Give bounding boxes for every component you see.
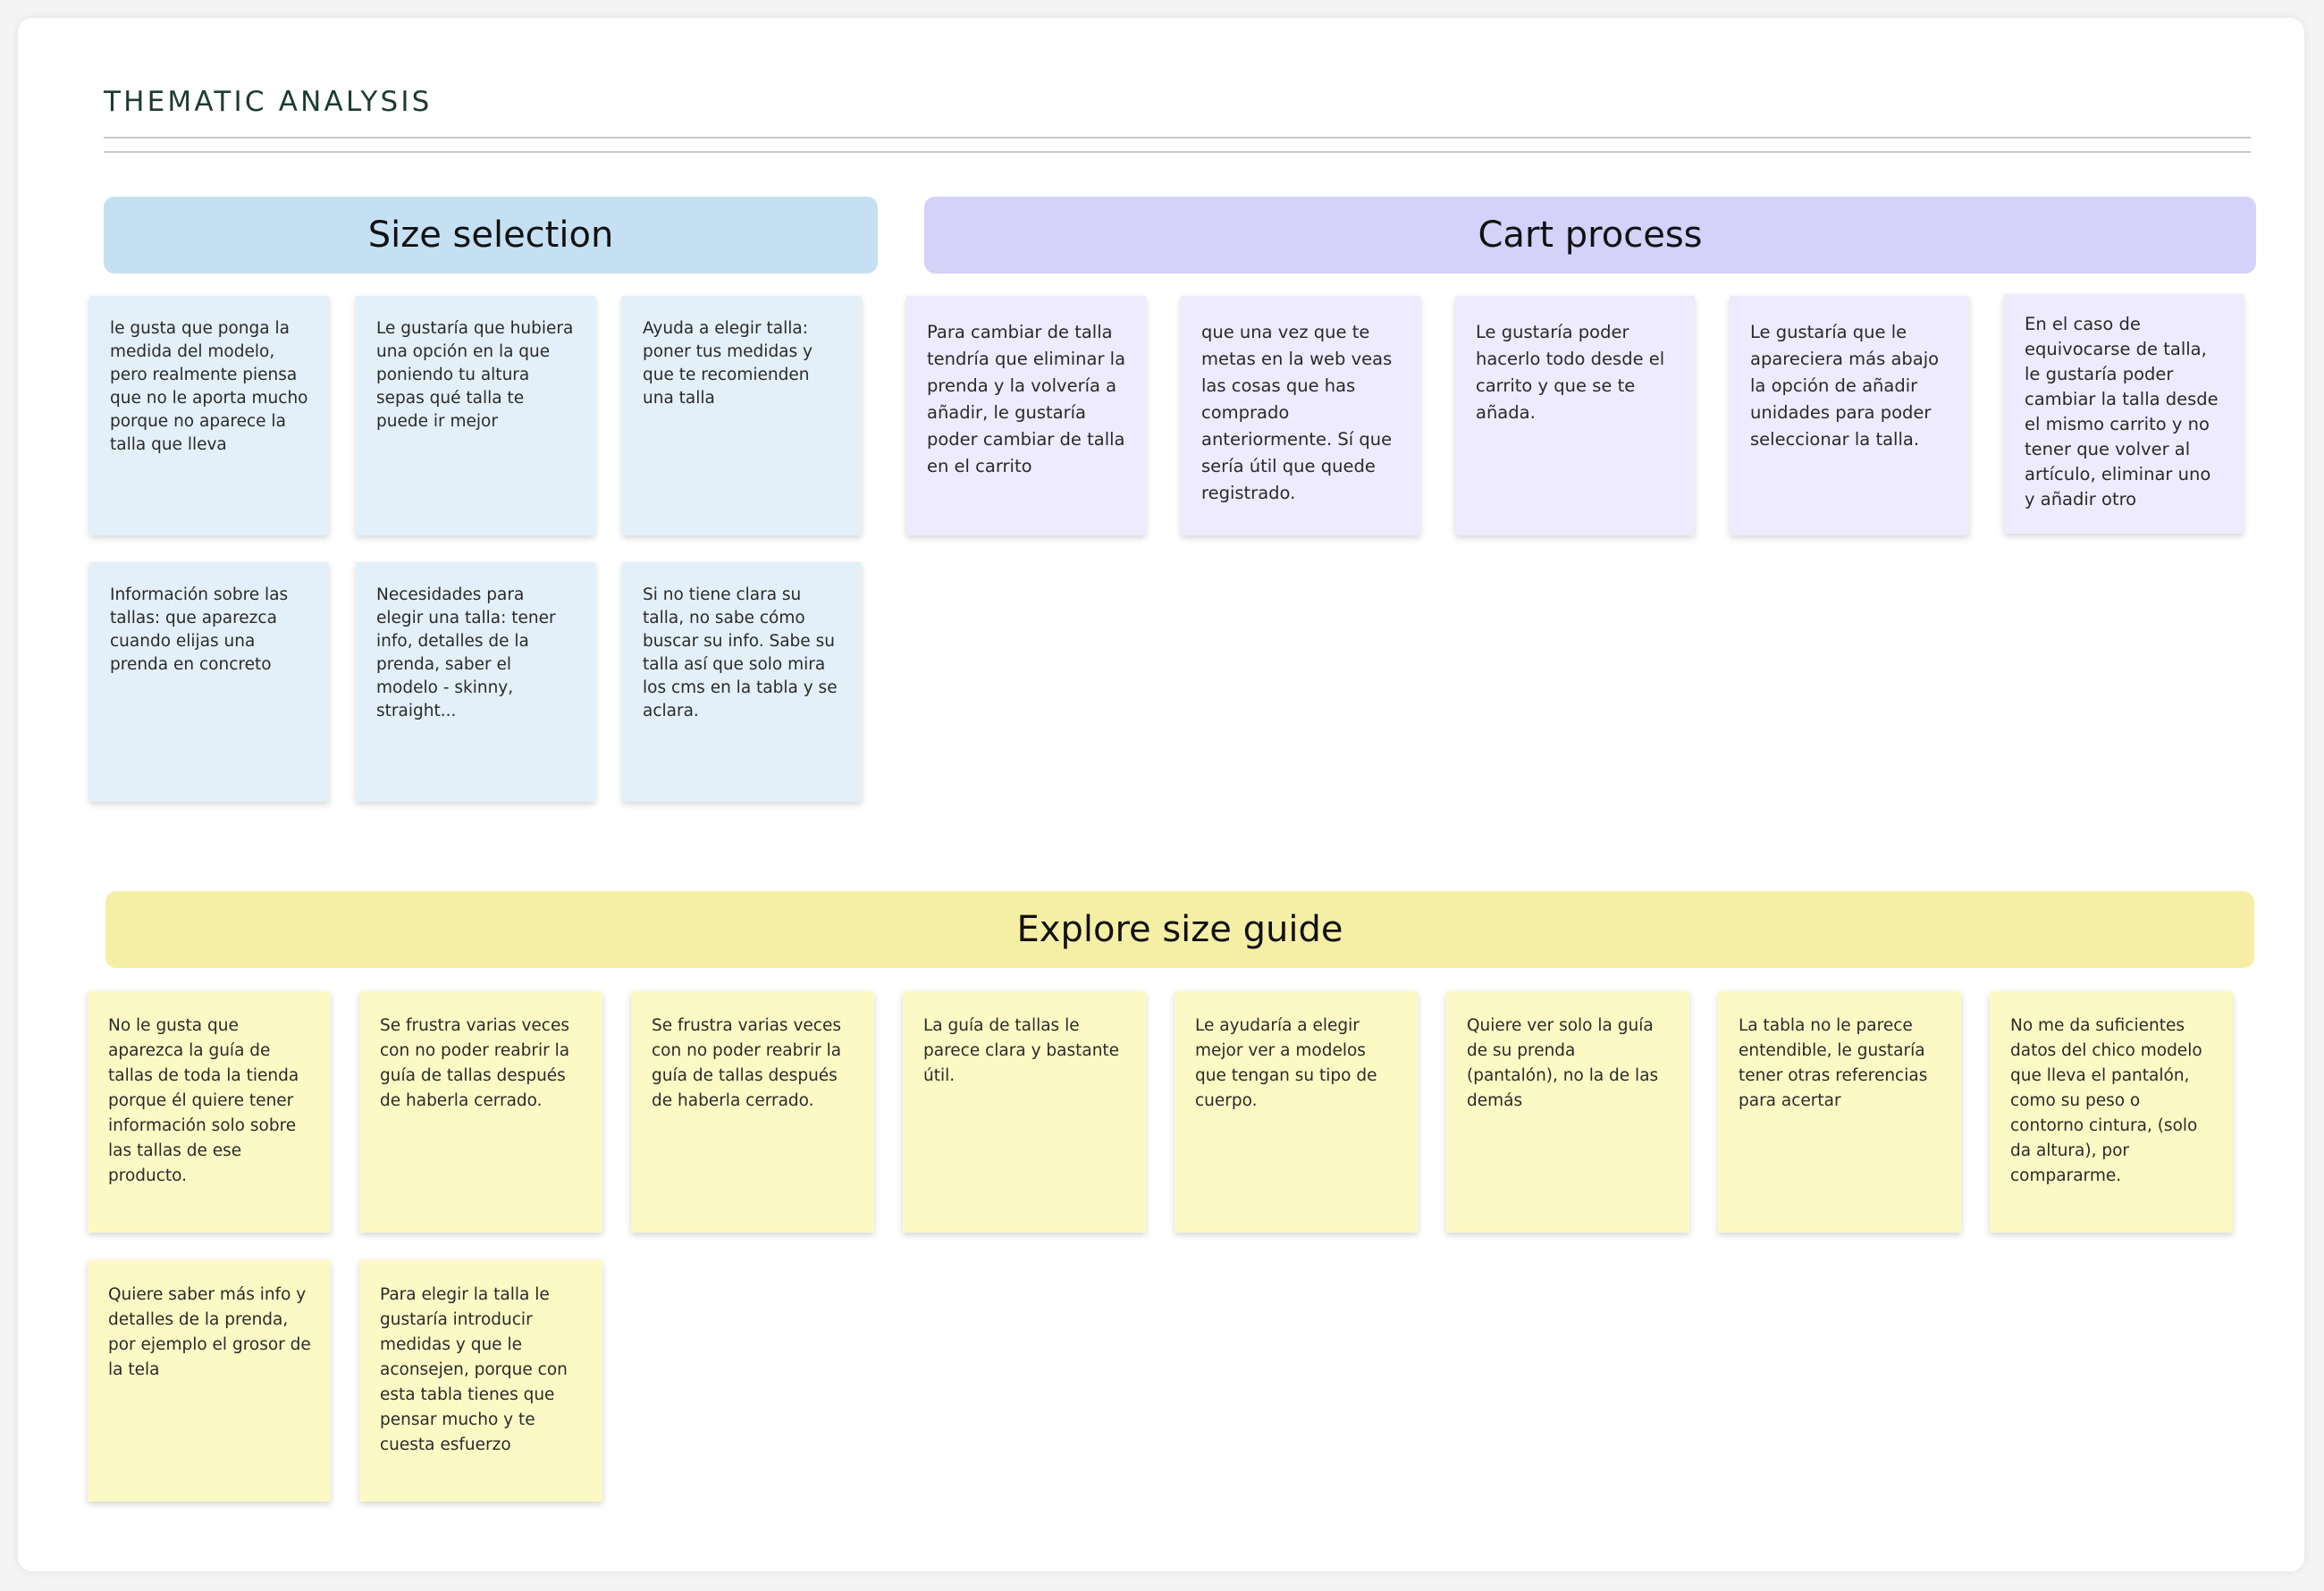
sticky-note[interactable]: Para elegir la talla le gustaría introdu… [359, 1260, 602, 1502]
sticky-note[interactable]: Para cambiar de talla tendría que elimin… [906, 296, 1146, 535]
sticky-note[interactable]: No me da suficientes datos del chico mod… [1990, 991, 2233, 1233]
group-header-cart-process[interactable]: Cart process [924, 197, 2256, 274]
sticky-note[interactable]: Se frustra varias veces con no poder rea… [359, 991, 602, 1233]
sticky-note[interactable]: Le gustaría que hubiera una opción en la… [356, 296, 595, 535]
board-title: THEMATIC ANALYSIS [104, 86, 433, 118]
sticky-note[interactable]: No le gusta que aparezca la guía de tall… [88, 991, 331, 1233]
sticky-note[interactable]: Quiere saber más info y detalles de la p… [88, 1260, 331, 1502]
sticky-note[interactable]: Le gustaría que le apareciera más abajo … [1730, 296, 1969, 535]
sticky-note[interactable]: Ayuda a elegir talla: poner tus medidas … [622, 296, 862, 535]
sticky-note[interactable]: La guía de tallas le parece clara y bast… [903, 991, 1146, 1233]
sticky-note[interactable]: Si no tiene clara su talla, no sabe cómo… [622, 562, 862, 802]
sticky-note[interactable]: que una vez que te metas en la web veas … [1181, 296, 1420, 535]
sticky-note[interactable]: Necesidades para elegir una talla: tener… [356, 562, 595, 802]
sticky-note[interactable]: La tabla no le parece entendible, le gus… [1718, 991, 1961, 1233]
sticky-note[interactable]: Le ayudaría a elegir mejor ver a modelos… [1175, 991, 1418, 1233]
title-divider-bottom [104, 151, 2251, 153]
sticky-note[interactable]: Información sobre las tallas: que aparez… [89, 562, 329, 802]
whiteboard-frame: THEMATIC ANALYSIS Size selection le gust… [18, 18, 2304, 1571]
sticky-note[interactable]: Le gustaría poder hacerlo todo desde el … [1455, 296, 1695, 535]
group-header-size-selection[interactable]: Size selection [104, 197, 878, 274]
title-divider-top [104, 137, 2251, 139]
group-header-explore-size-guide[interactable]: Explore size guide [105, 891, 2254, 968]
sticky-note[interactable]: le gusta que ponga la medida del modelo,… [89, 296, 329, 535]
sticky-note[interactable]: En el caso de equivocarse de talla, le g… [2004, 294, 2244, 534]
sticky-note[interactable]: Quiere ver solo la guía de su prenda (pa… [1446, 991, 1689, 1233]
sticky-note[interactable]: Se frustra varias veces con no poder rea… [631, 991, 874, 1233]
